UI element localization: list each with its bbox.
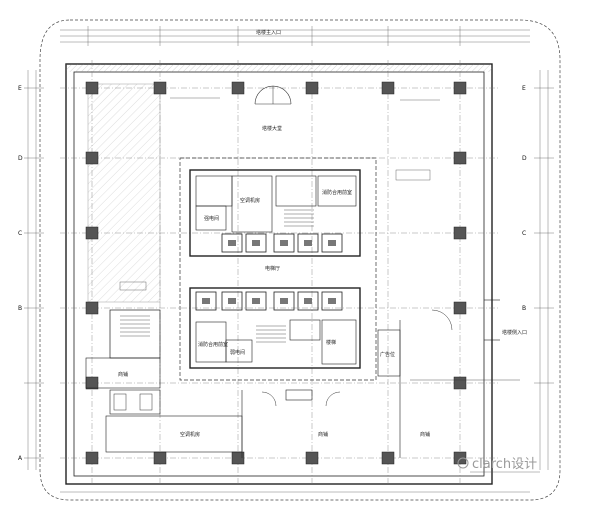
mech-room-upper-label: 空调机房 — [240, 197, 260, 204]
watermark: clarch设计 — [457, 457, 537, 472]
watermark-text: clarch设计 — [472, 457, 537, 472]
dimension-lines-top — [60, 26, 530, 46]
svg-text:B: B — [522, 305, 526, 312]
axis-row-a: A — [18, 455, 23, 462]
dimension-lines-bottom — [60, 471, 540, 493]
axis-markers: E D C B A E D C B — [18, 85, 527, 462]
axis-row-c: C — [18, 230, 22, 237]
exterior-hatch-band — [66, 64, 492, 72]
svg-text:E: E — [522, 85, 526, 92]
lower-stores: 商铺 商铺 广告位 — [241, 320, 430, 458]
lobby-fixtures — [119, 97, 440, 291]
axis-row-b: B — [18, 305, 22, 312]
weak-room-label: 弱电间 — [230, 349, 245, 356]
elevator-hall-label: 电梯厅 — [265, 265, 280, 272]
dimension-lines-right — [534, 70, 554, 470]
mech-room-lower-label: 空调机房 — [180, 431, 200, 438]
dimension-lines-left — [24, 70, 44, 470]
axis-row-d: D — [18, 155, 23, 162]
axis-row-e: E — [18, 85, 22, 92]
svg-text:C: C — [522, 230, 526, 237]
elec-room-label: 强电间 — [204, 215, 219, 222]
top-entrance: 塔楼主入口 塔楼大堂 — [254, 29, 292, 132]
lobby-label: 塔楼大堂 — [262, 125, 282, 132]
entrance-right-label: 塔楼侧入口 — [502, 329, 527, 336]
right-entrance: 塔楼侧入口 — [410, 299, 527, 381]
store-mid-label: 商铺 — [318, 431, 328, 438]
store-right-label: 商铺 — [420, 431, 430, 438]
core-lower: 消防合用前室 弱电间 楼梯 — [189, 287, 361, 369]
core-upper: 空调机房 消防合用前室 强电间 — [189, 169, 361, 257]
entrance-top-label: 塔楼主入口 — [256, 29, 281, 36]
fire-elevator-upper-label: 消防合用前室 — [322, 189, 352, 196]
shop-right-label: 广告位 — [380, 351, 395, 358]
fire-elevator-lower-label: 消防合用前室 — [198, 341, 228, 348]
stair-label: 楼梯 — [326, 339, 336, 346]
svg-text:D: D — [522, 155, 527, 162]
columns — [85, 81, 467, 465]
left-lower-rooms: 商铺 空调机房 — [85, 309, 243, 453]
core-boundary — [179, 157, 377, 381]
void-hatched-area — [87, 83, 161, 303]
store-left-label: 商铺 — [118, 371, 128, 378]
